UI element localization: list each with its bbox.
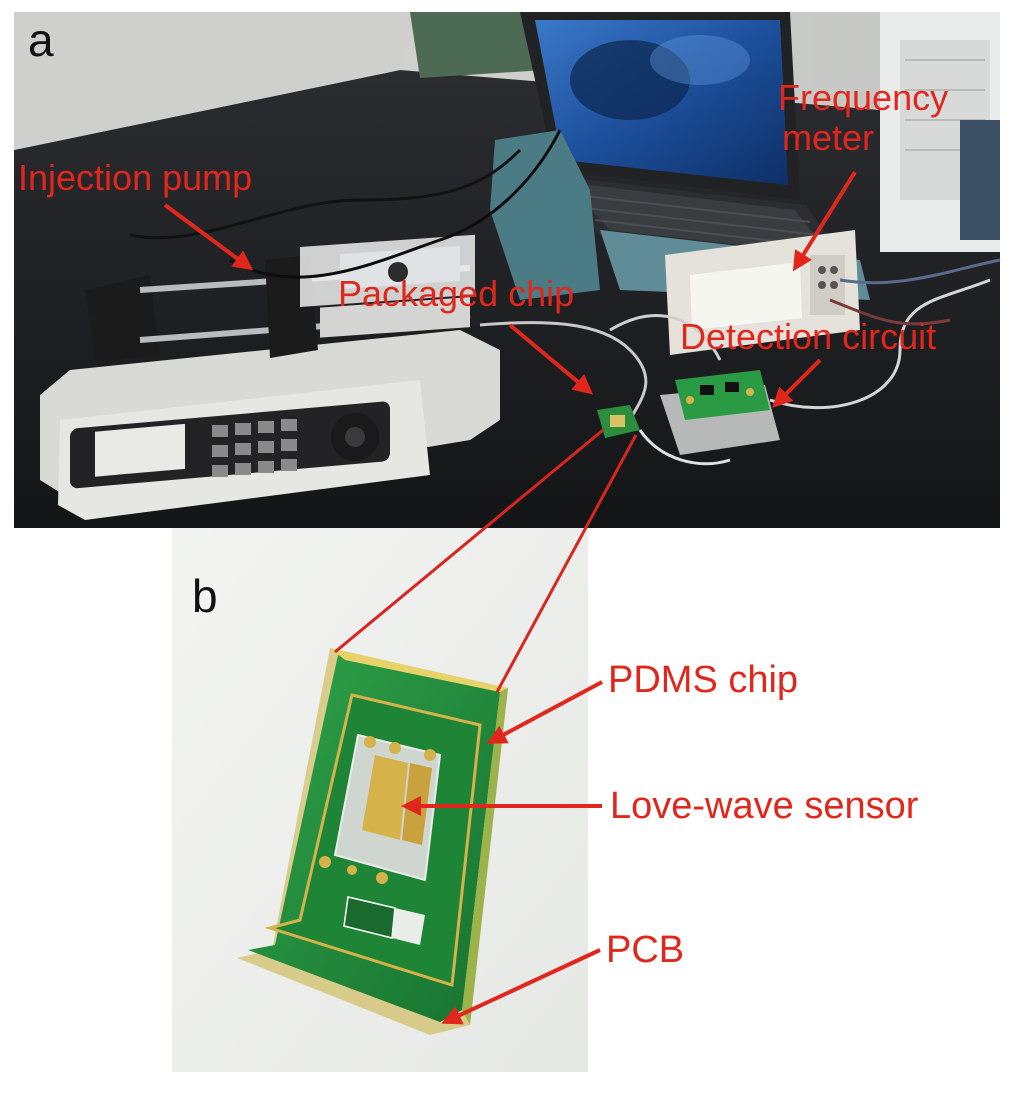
detection-circuit [660,370,780,455]
arrow-packaged-chip [508,323,594,395]
arrow-injection-pump [163,203,254,271]
panel-a-letter: a [28,14,54,66]
cables [129,129,1001,466]
laptop [520,12,850,265]
label-frequency-meter-line1: Frequency [778,77,948,118]
arrow-detection-circuit [772,358,822,408]
arrow-pdms-chip [486,680,603,744]
panel-b-photo [172,528,588,1072]
panel-b-letter: b [192,570,218,622]
leader-line-left [334,428,604,654]
label-detection-circuit: Detection circuit [680,316,936,357]
label-pcb: PCB [606,929,684,971]
arrow-pcb [441,948,601,1025]
leader-line-right [495,434,638,693]
packaged-chip [597,405,640,438]
label-packaged-chip: Packaged chip [338,273,574,314]
label-pdms-chip: PDMS chip [608,659,798,701]
label-love-wave-sensor: Love-wave sensor [610,785,919,827]
label-injection-pump: Injection pump [18,157,252,198]
panel-a-photo [14,12,1001,528]
arrow-frequency-meter [792,170,857,272]
injection-pump [40,234,500,520]
label-frequency-meter-line2: meter [782,117,874,158]
